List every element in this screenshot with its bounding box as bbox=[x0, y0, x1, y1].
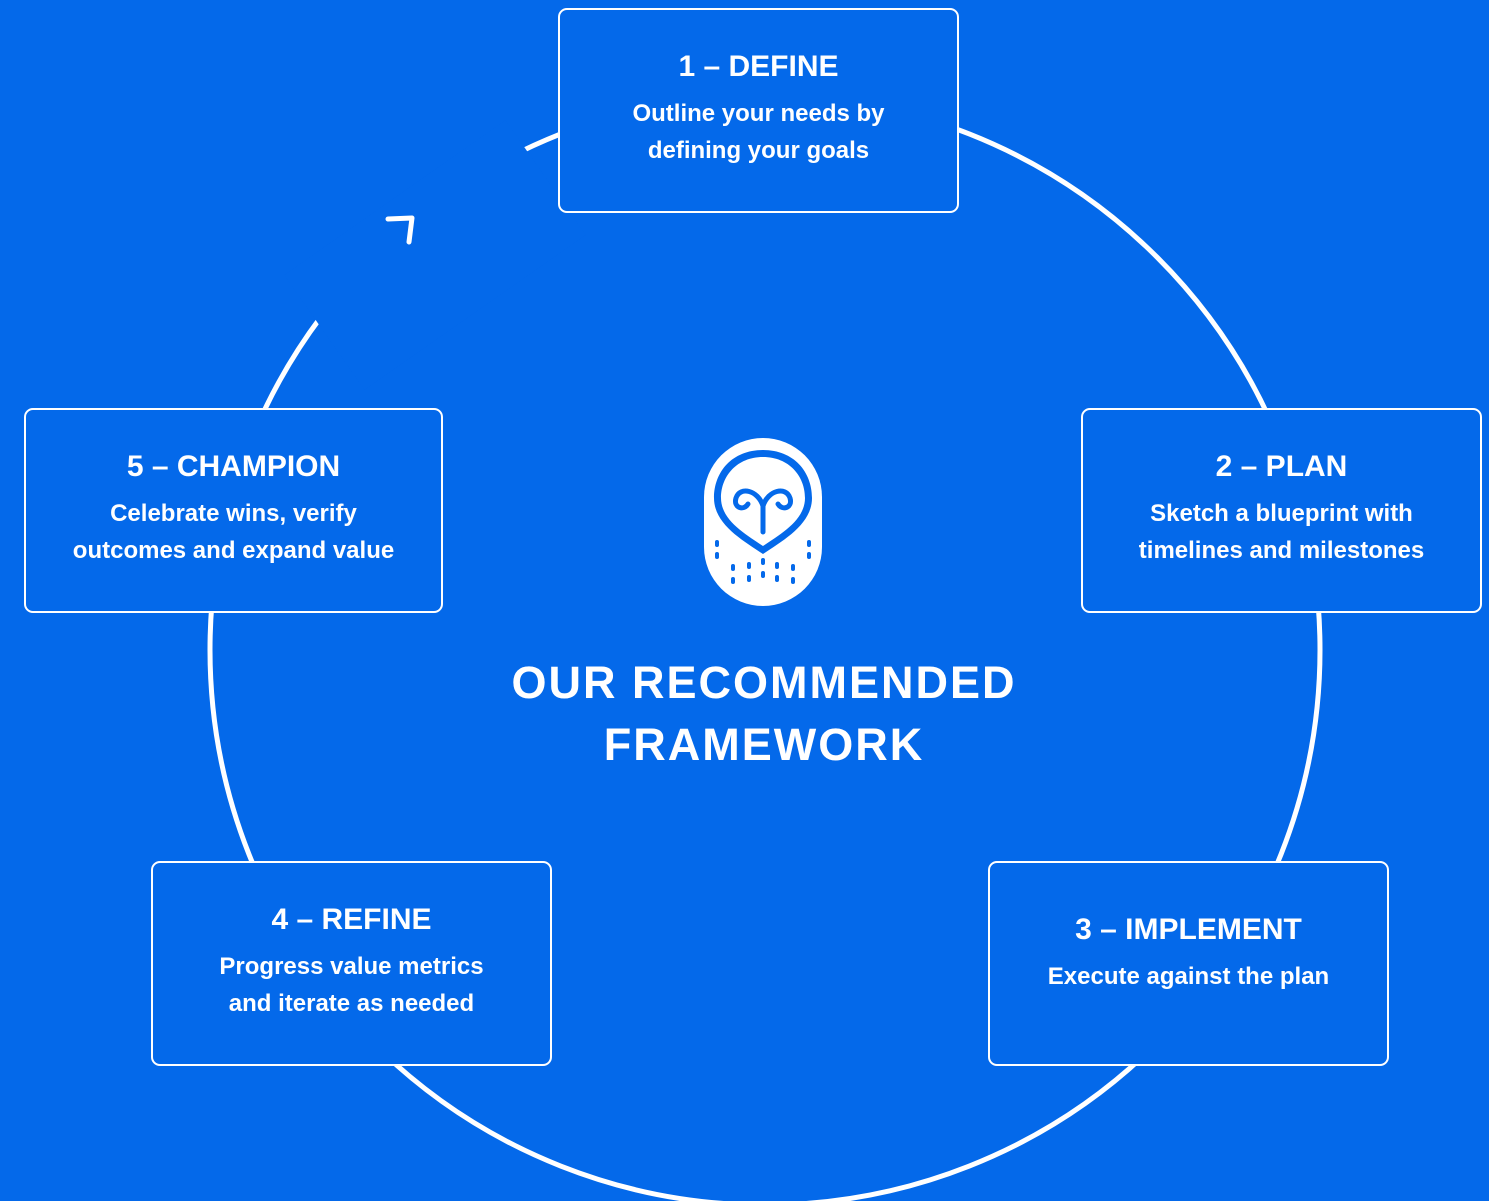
framework-title-line: OUR RECOMMENDED bbox=[511, 657, 1017, 708]
framework-title-line: FRAMEWORK bbox=[603, 719, 925, 770]
step-description: Celebrate wins, verify outcomes and expa… bbox=[73, 495, 394, 569]
step-description-line: and iterate as needed bbox=[228, 989, 475, 1017]
step-description: Sketch a blueprint with timelines and mi… bbox=[1139, 495, 1424, 569]
step-description-line: Outline your needs by bbox=[632, 99, 885, 127]
step-plan: 2 – PLAN Sketch a blueprint with timelin… bbox=[1081, 408, 1482, 613]
step-title: 3 – IMPLEMENT bbox=[1075, 913, 1302, 946]
step-description-line: outcomes and expand value bbox=[72, 536, 395, 564]
owl-icon bbox=[704, 438, 822, 606]
step-description-line: Progress value metrics bbox=[219, 952, 484, 980]
step-description: Progress value metrics and iterate as ne… bbox=[219, 948, 483, 1022]
step-description-line: Execute against the plan bbox=[1047, 963, 1330, 990]
framework-title: OUR RECOMMENDED FRAMEWORK bbox=[464, 652, 1064, 776]
step-title: 4 – REFINE bbox=[271, 902, 432, 936]
step-description-line: defining your goals bbox=[647, 136, 870, 164]
step-title: 5 – CHAMPION bbox=[126, 449, 341, 483]
owl-eyes-beak bbox=[733, 488, 793, 535]
step-implement: 3 – IMPLEMENT Execute against the plan bbox=[988, 861, 1389, 1066]
owl-feather-dots bbox=[715, 540, 811, 584]
step-define: 1 – DEFINE Outline your needs by definin… bbox=[558, 8, 959, 213]
step-champion: 5 – CHAMPION Celebrate wins, verify outc… bbox=[24, 408, 443, 613]
step-description-line: Sketch a blueprint with bbox=[1150, 499, 1413, 527]
arrow-gap bbox=[284, 120, 586, 390]
cycle-arrow-tip-icon bbox=[385, 215, 415, 245]
step-description: Outline your needs by defining your goal… bbox=[632, 95, 884, 169]
step-refine: 4 – REFINE Progress value metrics and it… bbox=[151, 861, 552, 1066]
step-description: Execute against the plan bbox=[1048, 958, 1329, 995]
step-description-line: timelines and milestones bbox=[1138, 536, 1425, 564]
step-description-line: Celebrate wins, verify bbox=[110, 499, 357, 527]
step-title: 1 – DEFINE bbox=[678, 49, 839, 83]
step-title: 2 – PLAN bbox=[1215, 449, 1348, 483]
